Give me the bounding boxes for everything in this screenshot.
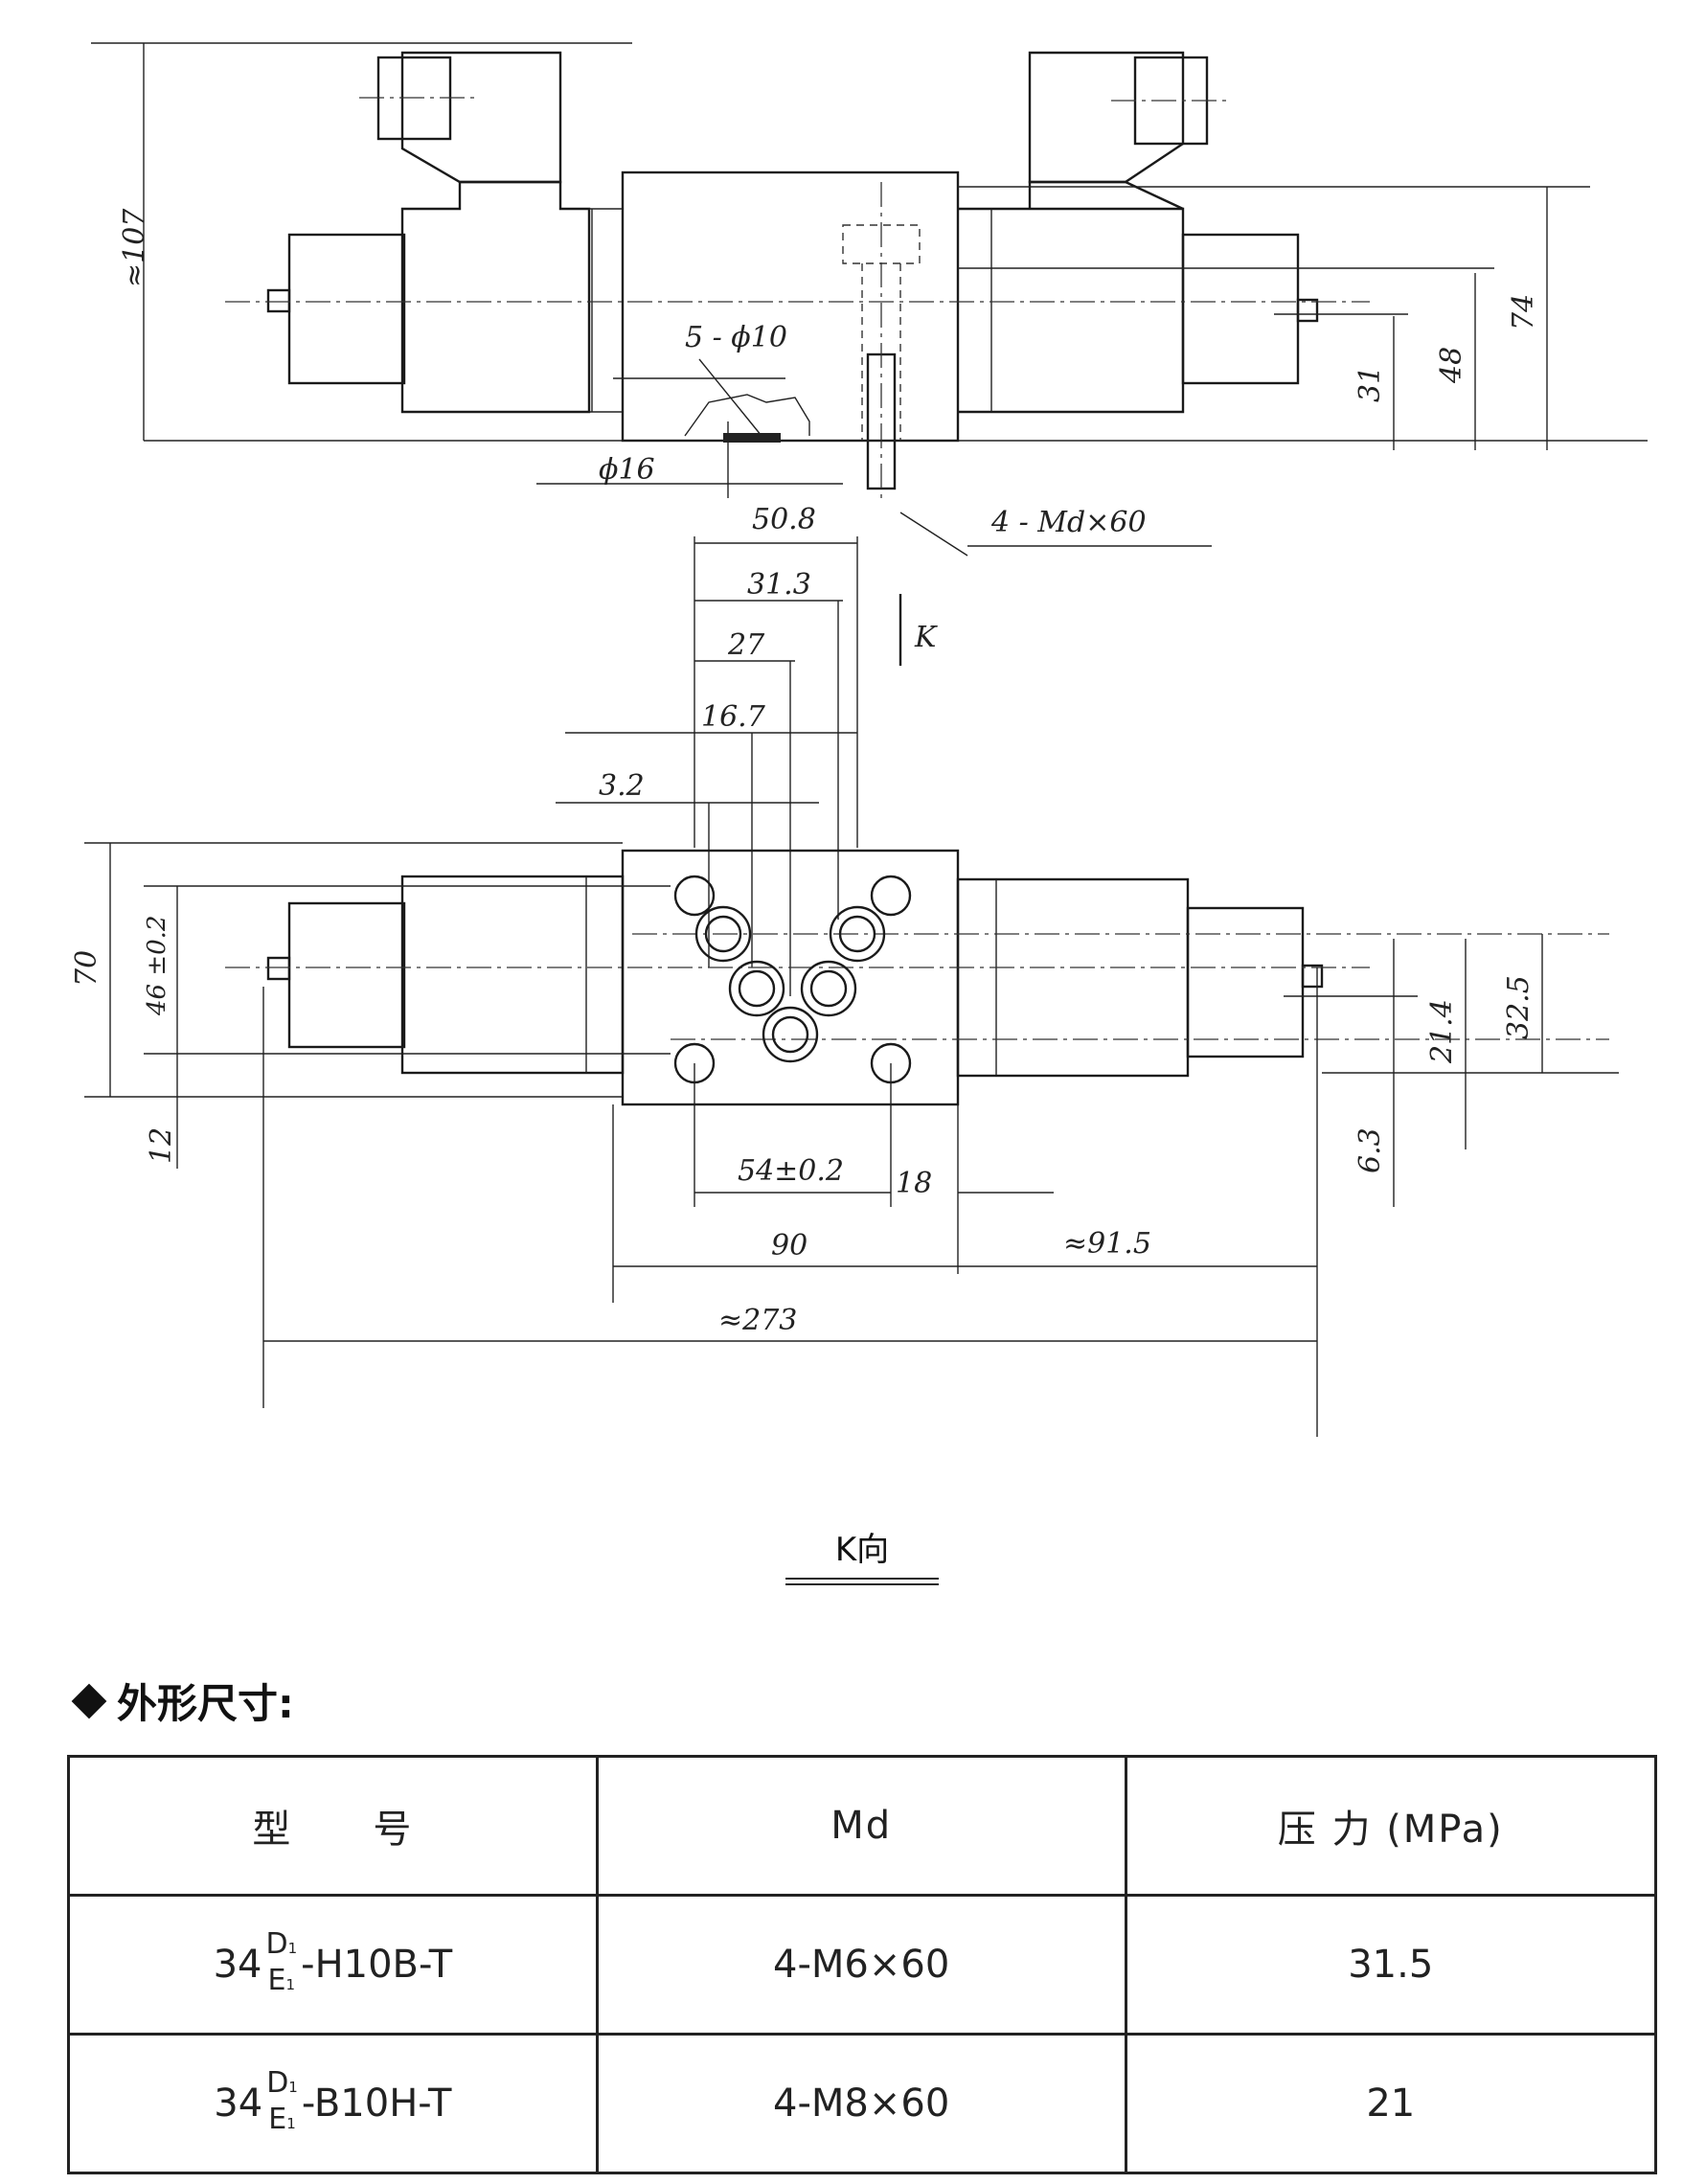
header-model: 型 号 (67, 1755, 599, 1897)
right-manual-pin (1296, 298, 1319, 323)
header-md: Md (595, 1755, 1127, 1897)
table-header-row: 型 号 Md 压 力 (MPa) (67, 1755, 1658, 1897)
model-prefix: 34 (214, 2082, 263, 2126)
model-suffix: -B10H-T (301, 2082, 452, 2126)
k-view-caption: K向 (785, 1523, 939, 1585)
dim-6-3: 6.3 (1353, 1127, 1387, 1173)
dim-3-2: 3.2 (599, 769, 645, 803)
diamond-bullet-icon (71, 1683, 107, 1718)
variant-top: D (266, 2066, 289, 2100)
mounting-port-holes (673, 875, 912, 1084)
dim-50-8: 50.8 (752, 503, 816, 536)
left-solenoid-housing (400, 180, 591, 414)
model-prefix: 34 (213, 1943, 262, 1987)
dimension-stack (556, 536, 902, 996)
dim-31-3: 31.3 (747, 568, 811, 602)
dim-phi16: ϕ16 (599, 453, 655, 487)
dim-16-7: 16.7 (701, 700, 766, 734)
dim-46: 46 ±0.2 (143, 916, 171, 1016)
dim-32-5: 32.5 (1502, 975, 1535, 1039)
dim-27: 27 (727, 628, 765, 662)
variant-bottom-sub: 1 (285, 1976, 296, 1993)
dim-21-4: 21.4 (1425, 999, 1459, 1064)
dim-31: 31 (1353, 366, 1387, 402)
right-end-cap (1181, 233, 1300, 385)
left-end-cap (287, 233, 406, 385)
dim-48: 48 (1435, 347, 1468, 384)
right-solenoid-plan (956, 877, 1190, 1078)
plan-view (84, 842, 1619, 1437)
dim-107: ≈107 (118, 208, 151, 287)
dim-5-phi10: 5 - ϕ10 (685, 321, 787, 354)
valve-body (621, 171, 960, 443)
dimension-labels: ≈107 5 - ϕ10 ϕ16 50.8 4 - Md×60 31.3 27 … (70, 208, 1540, 1337)
top-elevation-view (91, 42, 1648, 557)
table-row: 34 D1 E1 -H10B-T 4-M6×60 31.5 (67, 1894, 1658, 2036)
md-cell: 4-M6×60 (595, 1894, 1127, 2036)
k-view-marker: K (914, 621, 938, 654)
k-view-underline (785, 1578, 939, 1585)
variant-top-sub: 1 (288, 2079, 298, 2096)
left-solenoid-plan (400, 875, 625, 1075)
variant-top: D (265, 1927, 288, 1961)
dim-91-5: ≈91.5 (1063, 1227, 1151, 1261)
header-pressure: 压 力 (MPa) (1124, 1755, 1658, 1897)
valve-dimension-drawing: ≈107 5 - ϕ10 ϕ16 50.8 4 - Md×60 31.3 27 … (70, 42, 1648, 1437)
model-variant-stack: D1 E1 (266, 2067, 298, 2140)
section-title-text: 外形尺寸: (117, 1680, 294, 1727)
left-manual-pin (266, 288, 291, 313)
left-terminal-box (400, 51, 562, 184)
variant-top-sub: 1 (287, 1940, 298, 1957)
md-cell: 4-M8×60 (595, 2033, 1127, 2174)
dim-74: 74 (1507, 294, 1540, 330)
pressure-cell: 21 (1124, 2033, 1658, 2174)
variant-bottom: E (267, 1964, 286, 1997)
model-cell: 34 D1 E1 -H10B-T (67, 1894, 599, 2036)
variant-bottom-sub: 1 (286, 2115, 296, 2132)
dim-273: ≈273 (718, 1304, 797, 1337)
dim-18: 18 (896, 1167, 932, 1200)
port-seal-detail (684, 394, 810, 437)
table-row: 34 D1 E1 -B10H-T 4-M8×60 21 (67, 2033, 1658, 2174)
dim-md60: 4 - Md×60 (990, 506, 1147, 539)
dim-54: 54±0.2 (738, 1154, 844, 1188)
dim-12: 12 (145, 1127, 178, 1164)
section-heading: 外形尺寸: (69, 1672, 294, 1730)
model-variant-stack: D1 E1 (265, 1928, 297, 2001)
k-view-label: K向 (834, 1531, 890, 1569)
right-terminal-box (1028, 51, 1185, 184)
dim-90: 90 (771, 1229, 808, 1263)
model-cell: 34 D1 E1 -B10H-T (67, 2033, 599, 2174)
dim-70: 70 (70, 950, 103, 987)
pressure-cell: 31.5 (1124, 1894, 1658, 2036)
spec-table: 型 号 Md 压 力 (MPa) 34 D1 E1 -H10B-T 4-M6×6… (67, 1755, 1658, 2174)
model-suffix: -H10B-T (301, 1943, 453, 1987)
variant-bottom: E (268, 2103, 287, 2136)
